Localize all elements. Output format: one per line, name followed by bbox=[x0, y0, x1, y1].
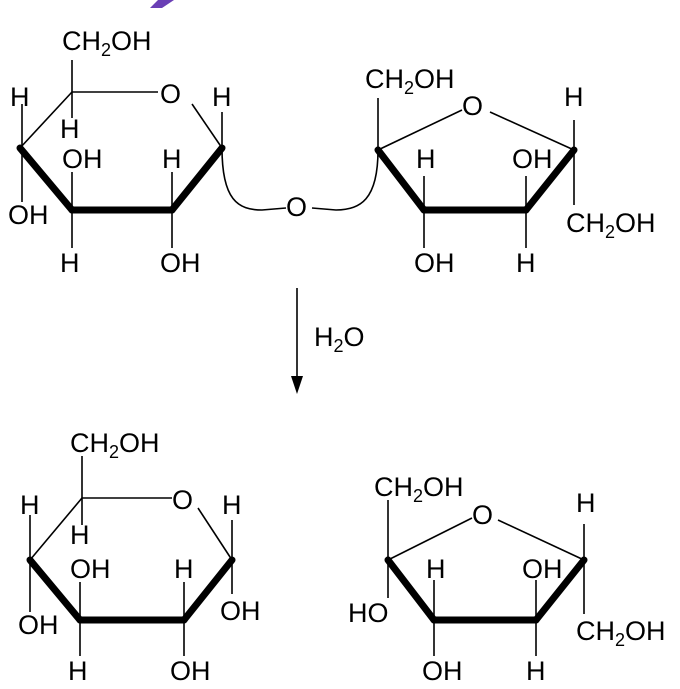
fructose-product-ch2oh-top-label: CH2OH bbox=[374, 472, 464, 506]
glucose-c1-h: H bbox=[212, 82, 232, 112]
glucose-ring-oxygen: O bbox=[160, 79, 181, 109]
glucose-product-c5-h-down: H bbox=[70, 520, 90, 550]
glucose-product-c4-h-down: H bbox=[68, 656, 88, 686]
water-reagent-label: H2O bbox=[314, 322, 365, 356]
fructose-product: CH2OH O H H OH HO CH2OH OH H bbox=[348, 472, 666, 686]
glucose-c4-oh-left: OH bbox=[8, 200, 49, 230]
fructose-c3-oh-down: OH bbox=[414, 248, 455, 278]
fructose-c5-h: H bbox=[564, 82, 584, 112]
glucose-c2-h-up: H bbox=[162, 144, 182, 174]
fructose-product-c3-oh-down: OH bbox=[422, 656, 463, 686]
glucose-ring-top bbox=[16, 60, 226, 248]
fructose-product-c4-h-down: H bbox=[526, 656, 546, 686]
reaction-arrow bbox=[291, 288, 303, 394]
glucose-c5-h-left: H bbox=[10, 82, 30, 112]
glucose-c2-oh-down: OH bbox=[160, 248, 201, 278]
fructose-c3-h-up: H bbox=[416, 144, 436, 174]
fructose-c4-oh-up: OH bbox=[512, 144, 553, 174]
glucose-c5-h-down: H bbox=[60, 114, 80, 144]
glucose-product-ring-oxygen: O bbox=[172, 485, 193, 515]
glycosidic-oxygen: O bbox=[286, 192, 307, 222]
glucose-product-c2-oh-down: OH bbox=[170, 656, 211, 686]
glucose-product-c4-oh-left: OH bbox=[18, 610, 59, 640]
header-accent-fragment bbox=[150, 0, 174, 8]
fructose-product-c3-h-up: H bbox=[426, 554, 446, 584]
fructose-product-c6-ch2oh-label: CH2OH bbox=[576, 616, 666, 650]
fructose-c6-ch2oh-label: CH2OH bbox=[566, 208, 656, 242]
sucrose-molecule: CH2OH O H H H OH H OH H OH O CH2OH O H H bbox=[8, 26, 656, 278]
glucose-c4-h-down: H bbox=[60, 248, 80, 278]
fructose-product-ring-oxygen: O bbox=[472, 500, 493, 530]
fructose-c4-h-down: H bbox=[516, 248, 536, 278]
fructose-ring-top bbox=[374, 98, 578, 248]
fructose-product-c5-h: H bbox=[576, 488, 596, 518]
glucose-product-c2-h-up: H bbox=[174, 554, 194, 584]
fructose-ch2oh-top-label: CH2OH bbox=[365, 64, 455, 98]
glucose-ch2oh-label: CH2OH bbox=[62, 26, 152, 60]
fructose-product-c2-ho-left: HO bbox=[348, 598, 389, 628]
glycosidic-bond bbox=[221, 147, 287, 211]
glucose-product-c1-oh-down: OH bbox=[220, 596, 261, 626]
fructose-ring-oxygen: O bbox=[462, 91, 483, 121]
glucose-product: CH2OH O H H H OH H OH OH H OH bbox=[18, 428, 261, 686]
glucose-product-c5-h-left: H bbox=[20, 490, 40, 520]
glucose-c3-oh-up: OH bbox=[62, 144, 103, 174]
glucose-product-c1-h: H bbox=[222, 490, 242, 520]
fructose-product-c4-oh-up: OH bbox=[522, 554, 563, 584]
glucose-product-c3-oh-up: OH bbox=[70, 554, 111, 584]
glucose-product-ch2oh-label: CH2OH bbox=[70, 428, 160, 462]
